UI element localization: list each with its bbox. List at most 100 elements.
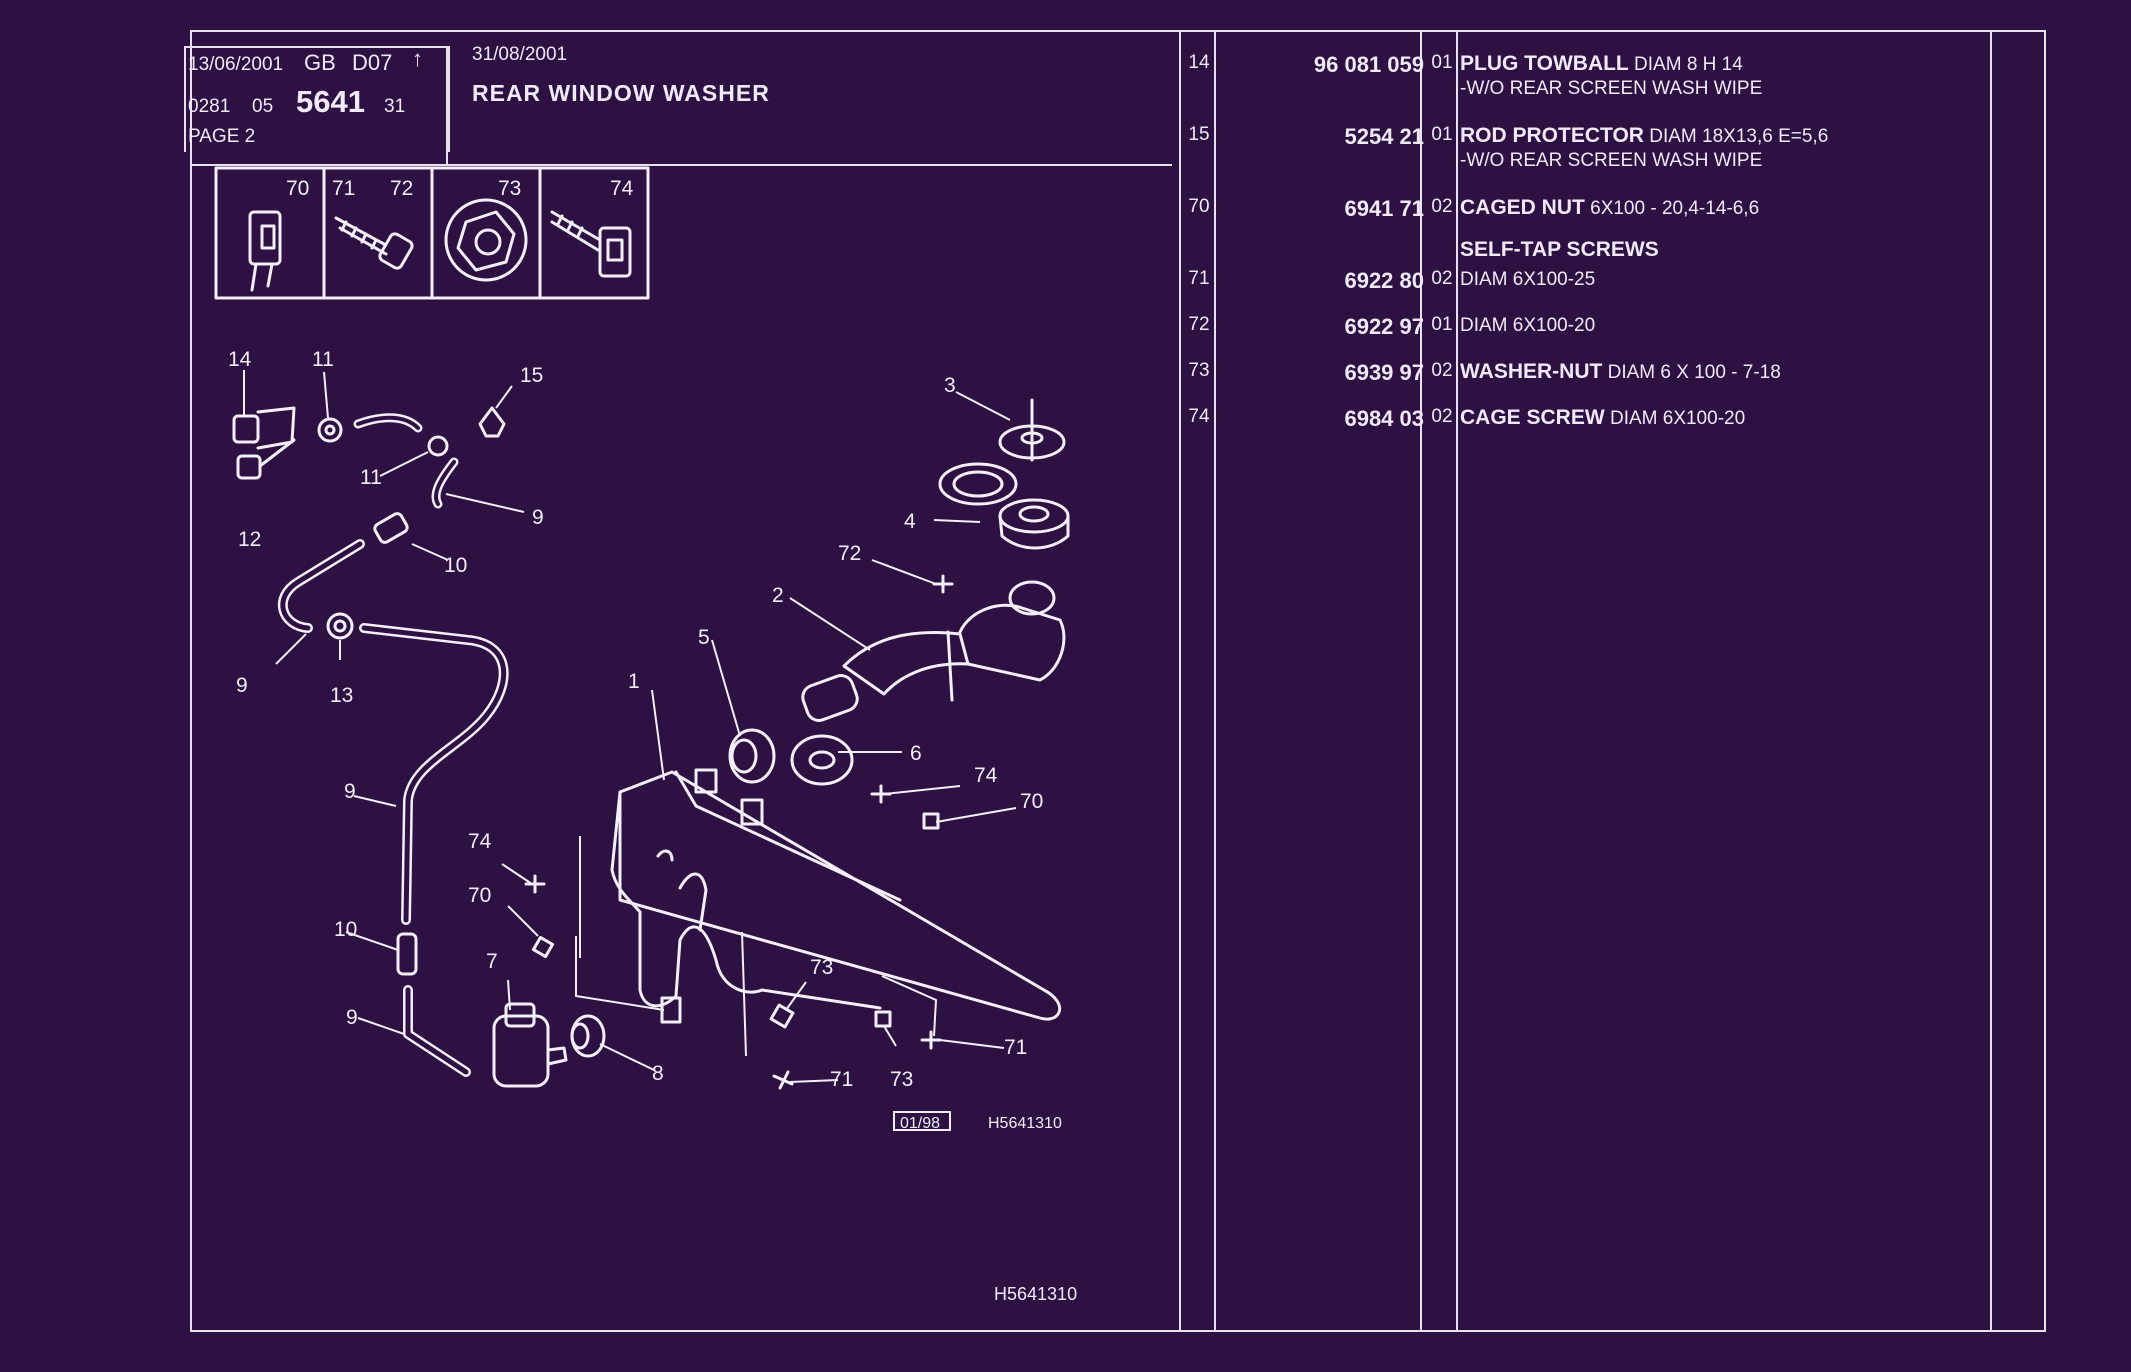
callout-number: 70 [1020, 790, 1043, 813]
part-index: 71 [1188, 268, 1210, 289]
callout-number: 10 [334, 918, 357, 941]
callout-number: 13 [330, 684, 353, 707]
part-index: 72 [1188, 314, 1210, 335]
part-description: CAGED NUT 6X100 - 20,4-14-6,6 [1460, 196, 1760, 219]
callout-number: 70 [468, 884, 491, 907]
self-tap-screw-icon [334, 216, 414, 270]
connector-part [396, 932, 418, 976]
header-section: D07 [352, 50, 393, 75]
screw-marker [932, 574, 954, 594]
up-arrow-icon: ↑ [412, 46, 423, 71]
callout-number: 9 [236, 674, 248, 697]
part-description: DIAM 6X100-20 [1460, 315, 1596, 336]
callout-number: 71 [830, 1068, 853, 1091]
callout-number: 4 [904, 510, 916, 533]
grommet-part [326, 612, 354, 640]
callout-number: 74 [974, 764, 998, 787]
catalog-sheet: 13/06/2001 GB D07 ↑ 0281 05 5641 31 PAGE… [184, 30, 2046, 1332]
caged-nut-marker [922, 812, 940, 830]
parts-row: 72 6922 97 01 DIAM 6X100-20 [192, 314, 2044, 354]
page-title: REAR WINDOW WASHER [472, 80, 770, 106]
inset-label: 71 [332, 177, 355, 200]
diagram-stamp-box [893, 1111, 951, 1131]
washer-pump-part [492, 1002, 568, 1088]
header-separator [446, 46, 448, 164]
washer-nut-icon [444, 198, 528, 282]
grommet-part [728, 728, 776, 784]
header-rev-date: 31/08/2001 [472, 44, 568, 65]
callout-number: 74 [468, 830, 492, 853]
callout-number: 3 [944, 374, 956, 397]
part-index: 74 [1188, 406, 1210, 427]
header-ref-b: 05 [252, 96, 274, 117]
callout-number: 9 [532, 506, 544, 529]
callout-number: 2 [772, 584, 784, 607]
parts-row: 73 6939 97 02 WASHER-NUT DIAM 6 X 100 - … [192, 360, 2044, 400]
cap-part [938, 398, 1066, 506]
column-divider [1990, 32, 1992, 1330]
header-ref-a: 0281 [188, 96, 231, 117]
filler-neck-part [801, 580, 1066, 722]
diagram-stamp-date: 01/98 [900, 1115, 940, 1132]
washer-part [790, 734, 854, 786]
header-ref-main: 5641 [296, 84, 365, 119]
part-number: 6922 97 [1344, 314, 1424, 339]
part-description: ROD PROTECTOR DIAM 18X13,6 E=5,6-W/O REA… [1460, 124, 1829, 171]
part-index: 15 [1188, 124, 1210, 145]
callout-number: 71 [1004, 1036, 1027, 1059]
part-quantity: 02 [1431, 406, 1453, 427]
inset-label: 70 [286, 177, 309, 200]
part-index: 73 [1188, 360, 1210, 381]
column-divider [1179, 32, 1181, 1330]
part-group-title: SELF-TAP SCREWS [1460, 238, 1659, 261]
column-divider [1456, 32, 1458, 1330]
part-description: PLUG TOWBALL DIAM 8 H 14-W/O REAR SCREEN… [1460, 52, 1763, 99]
header-ref-box [184, 46, 450, 152]
part-quantity: 01 [1431, 124, 1453, 145]
parts-row: 15 5254 21 01 ROD PROTECTOR DIAM 18X13,6… [192, 124, 2044, 171]
footer-code: H5641310 [994, 1284, 1078, 1304]
hose-segment [403, 985, 471, 1077]
part-description: CAGE SCREW DIAM 6X100-20 [1460, 406, 1746, 429]
diagram-stamp-code: H5641310 [988, 1115, 1062, 1132]
parts-row: 71 6922 80 02 DIAM 6X100-25 [192, 268, 2044, 308]
inset-label: 72 [390, 177, 413, 200]
part-number: 5254 21 [1344, 124, 1424, 149]
washer-nut-marker [769, 1003, 795, 1029]
part-number: 6939 97 [1344, 360, 1424, 385]
reservoir-part [610, 768, 1062, 1024]
seal-part [998, 498, 1070, 550]
part-quantity: 01 [1431, 314, 1453, 335]
parts-group-header: SELF-TAP SCREWS [192, 238, 2044, 278]
column-divider [1420, 32, 1422, 1330]
pump-grommet-part [570, 1014, 606, 1058]
parts-list: 1 4 96 081 059 01 PLUG TOWBALL DIAM 8 H 1… [192, 32, 2044, 1330]
callout-number: 1 [628, 670, 640, 693]
part-number: 96 081 059 [1313, 52, 1424, 77]
callout-number: 9 [346, 1006, 358, 1029]
column-divider [1214, 32, 1216, 1330]
part-number: 6922 80 [1344, 268, 1424, 293]
part-quantity: 02 [1431, 360, 1453, 381]
header-box [192, 46, 1172, 166]
callout-number: 73 [810, 956, 833, 979]
caged-nut-icon [248, 210, 282, 292]
parts-row: 14 96 081 059 01 PLUG TOWBALL DIAM 8 H 1… [192, 52, 2044, 99]
callout-number: 8 [652, 1062, 664, 1085]
callout-number: 12 [238, 528, 261, 551]
rod-protector-part [478, 406, 506, 438]
parts-row: 74 6984 03 02 CAGE SCREW DIAM 6X100-20 [192, 406, 2044, 446]
screw-marker [524, 874, 546, 894]
callout-number: 11 [312, 348, 334, 371]
plug-towball-part [232, 406, 296, 480]
part-number: 6941 71 [1344, 196, 1424, 221]
part-quantity: 02 [1431, 268, 1453, 289]
header-ref-c: 31 [384, 96, 406, 117]
callout-number: 15 [520, 364, 543, 387]
callout-number: 9 [344, 780, 356, 803]
header-country: GB [304, 50, 336, 75]
callout-number: 5 [698, 626, 710, 649]
part-description: WASHER-NUT DIAM 6 X 100 - 7-18 [1460, 360, 1781, 383]
part-index: 70 [1188, 196, 1210, 217]
